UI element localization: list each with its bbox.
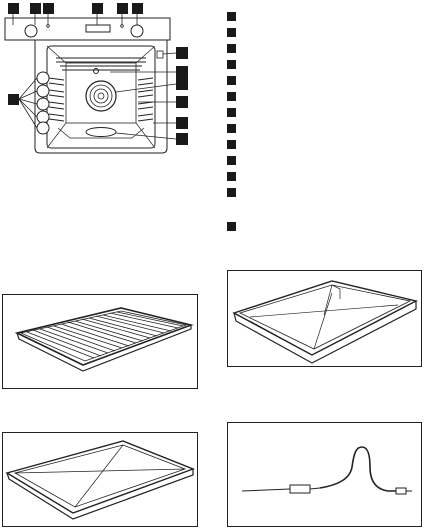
callout-square-right-fan <box>176 78 188 90</box>
bottom-heater <box>86 128 116 137</box>
callout-square-right-5 <box>176 133 188 145</box>
meat-probe-illustration <box>228 423 423 528</box>
accessory-panel-wire-shelf <box>2 294 198 389</box>
accessory-panel-deep-pan <box>227 270 422 367</box>
legend-marker-1 <box>227 12 236 21</box>
grill-element <box>56 58 146 70</box>
callout-square-6 <box>132 3 143 14</box>
shelf-level-circle-4 <box>37 111 49 123</box>
fan-ring <box>90 85 112 107</box>
left-shelf-supports <box>49 78 64 121</box>
accessory-panel-shallow-tray <box>2 432 198 527</box>
oven-diagram <box>0 0 200 165</box>
callout-square-right-1 <box>176 47 188 59</box>
fan-cover <box>86 81 116 111</box>
left-indicator <box>47 25 50 28</box>
top-lamp <box>94 69 99 74</box>
legend-marker-8 <box>227 124 236 133</box>
side-lamp <box>157 51 163 58</box>
wire-shelf-bars <box>27 312 183 358</box>
legend-marker-10 <box>227 156 236 165</box>
callout-square-1 <box>8 3 19 14</box>
callout-square-right-3 <box>176 96 188 108</box>
legend-marker-9 <box>227 140 236 149</box>
shelf-level-circle-5 <box>37 122 49 134</box>
legend-marker-4 <box>227 60 236 69</box>
right-indicator <box>121 25 124 28</box>
callout-square-3 <box>43 3 54 14</box>
shelf-level-circle-1 <box>37 72 49 84</box>
shelf-level-circle-2 <box>37 85 49 97</box>
oven-illustration <box>0 0 200 165</box>
right-shelf-supports <box>138 78 153 121</box>
legend-marker-5 <box>227 76 236 85</box>
fan-hub <box>98 93 104 99</box>
probe-cable <box>320 447 396 491</box>
right-knob <box>131 25 143 37</box>
legend-marker-13 <box>227 222 236 231</box>
probe-plug <box>396 488 406 494</box>
deep-pan-illustration <box>228 271 423 368</box>
legend-marker-7 <box>227 108 236 117</box>
wire-shelf-illustration <box>3 295 199 390</box>
callout-square-left <box>8 94 19 105</box>
shallow-tray-illustration <box>3 433 199 528</box>
legend-marker-3 <box>227 44 236 53</box>
left-knob <box>25 25 37 37</box>
callout-square-2 <box>30 3 41 14</box>
accessory-panel-meat-probe <box>227 422 422 527</box>
callout-square-5 <box>117 3 128 14</box>
probe-handle <box>290 485 310 493</box>
display <box>86 25 110 32</box>
callout-square-right-2 <box>176 66 188 78</box>
probe-needle <box>242 489 290 491</box>
legend-marker-12 <box>227 188 236 197</box>
legend-marker-11 <box>227 172 236 181</box>
legend-marker-2 <box>227 28 236 37</box>
legend-marker-6 <box>227 92 236 101</box>
shelf-level-circle-3 <box>37 98 49 110</box>
callout-square-4 <box>92 3 103 14</box>
callout-square-right-4 <box>176 117 188 129</box>
fan-ring-inner <box>94 89 108 103</box>
